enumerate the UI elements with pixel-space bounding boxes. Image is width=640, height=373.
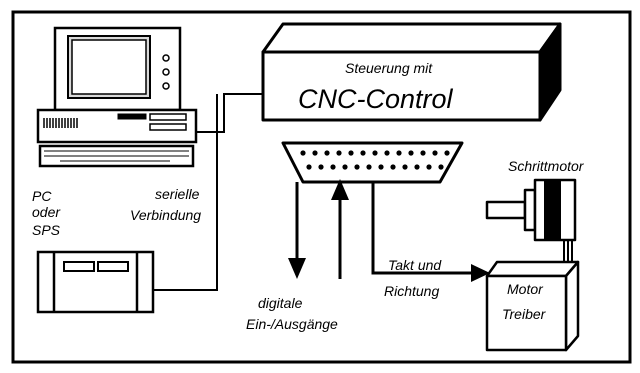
controller-name: CNC-Control bbox=[298, 84, 453, 114]
sub-d-connector bbox=[281, 141, 464, 184]
stepper-motor bbox=[485, 178, 577, 262]
digital-label: digitale bbox=[258, 295, 303, 311]
io-arrows bbox=[288, 179, 490, 282]
pc-computer bbox=[36, 26, 198, 168]
cnc-controller-box bbox=[261, 22, 562, 122]
driver-motor-label: Motor bbox=[507, 281, 543, 297]
serial-label: serielle bbox=[155, 186, 200, 202]
motor-driver-box bbox=[485, 260, 580, 352]
io-label: Ein-/Ausgänge bbox=[246, 316, 338, 332]
controller-title: Steuerung mit bbox=[345, 60, 433, 76]
serial-connection-lines bbox=[153, 93, 263, 291]
pc-label: PC bbox=[32, 188, 52, 204]
clock-label: Takt und bbox=[388, 257, 442, 273]
driver-treiber-label: Treiber bbox=[502, 306, 546, 322]
connector-pins bbox=[300, 150, 450, 170]
direction-label: Richtung bbox=[384, 283, 440, 299]
sps-label: SPS bbox=[32, 222, 61, 238]
connection-label: Verbindung bbox=[130, 207, 202, 223]
oder-label: oder bbox=[32, 204, 61, 220]
sps-plc-box bbox=[36, 250, 155, 314]
stepper-motor-label: Schrittmotor bbox=[508, 158, 584, 174]
